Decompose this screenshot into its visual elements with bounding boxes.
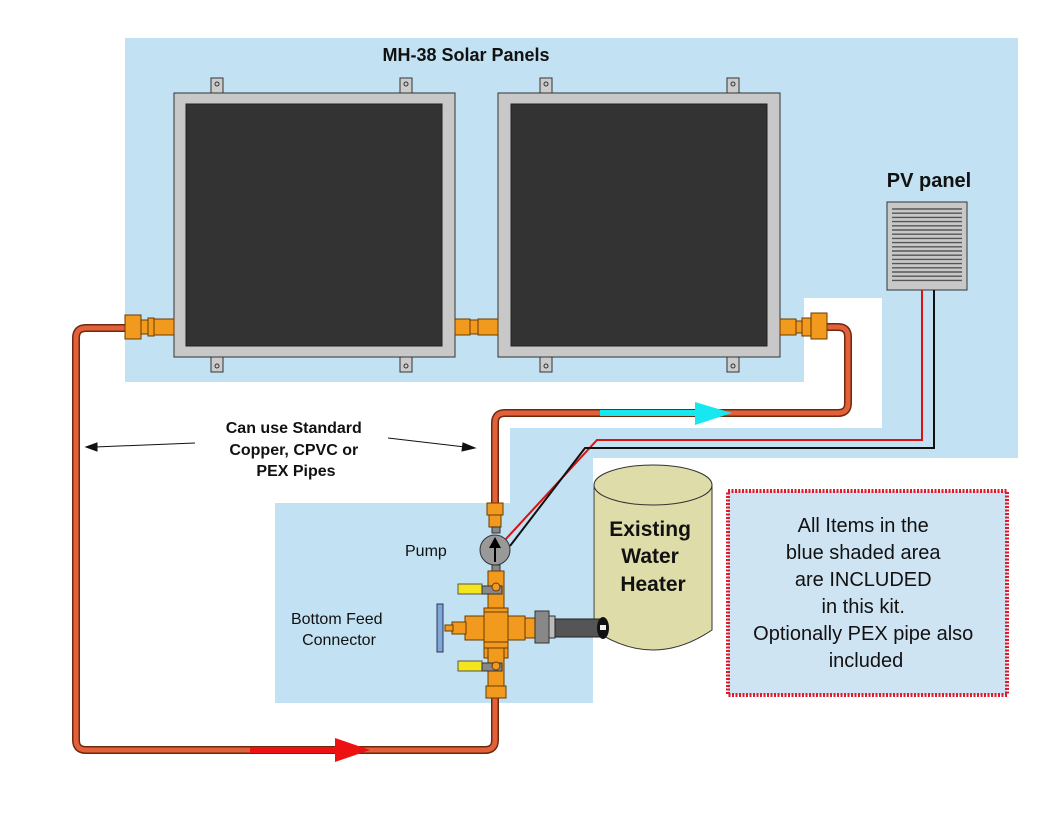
fitting-right [779,312,828,340]
pipe-loop [72,323,852,754]
water-heater-label: Existing Water Heater [609,518,697,596]
panels-title: MH-38 Solar Panels [382,45,549,65]
hot-flow-arrow [600,402,732,425]
pv-panel-label: PV panel [887,170,971,192]
pump-valve-assembly [436,502,609,699]
pv-panel [886,201,968,291]
pump-icon [479,534,511,566]
kit-note-box [726,489,1009,697]
kit-note-text: All Items in the blue shaded area are IN… [753,515,979,672]
fitting-middle [454,318,499,336]
bottom-feed-connector-label: Bottom Feed Connector [291,611,387,649]
water-heater [593,464,713,651]
drain-valve-handle-icon [436,603,444,653]
pipes-note: Can use Standard Copper, CPVC or PEX Pip… [226,420,366,480]
pump-label: Pump [405,543,447,560]
solar-panel-right [497,77,781,373]
pipe-note-arrows [84,437,477,452]
cold-flow-arrow [250,738,370,762]
red-wire [504,290,923,541]
black-wire [509,290,935,547]
solar-panel-left [173,77,456,373]
fitting-left [124,314,175,340]
